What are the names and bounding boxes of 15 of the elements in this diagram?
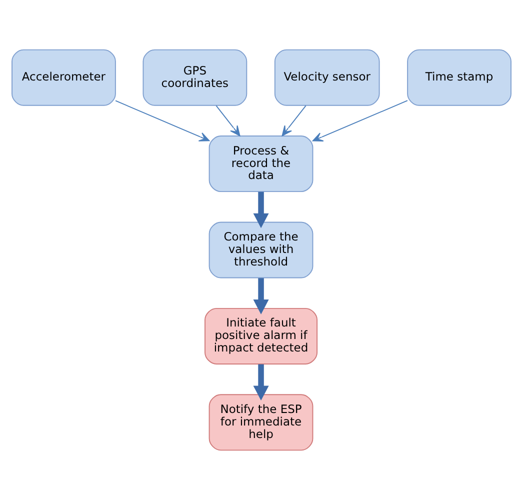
arrow [216, 104, 240, 136]
node-box: Time stamp [407, 48, 512, 106]
node-box: Notify the ESP for immediate help [208, 394, 314, 450]
node-box: Velocity sensor [274, 48, 380, 106]
arrow [253, 278, 269, 314]
node-box: Initiate fault positive alarm if impact detected [204, 307, 318, 364]
arrow [312, 100, 408, 141]
node-box: Accelerometer [12, 48, 116, 106]
node-box: Process & record the data [208, 135, 314, 192]
node-box: Compare the values with threshold [208, 221, 314, 278]
arrow [253, 364, 269, 400]
arrow [253, 191, 269, 228]
arrow [115, 100, 210, 141]
arrow [282, 104, 306, 136]
node-box: GPS coordinates [142, 48, 248, 106]
